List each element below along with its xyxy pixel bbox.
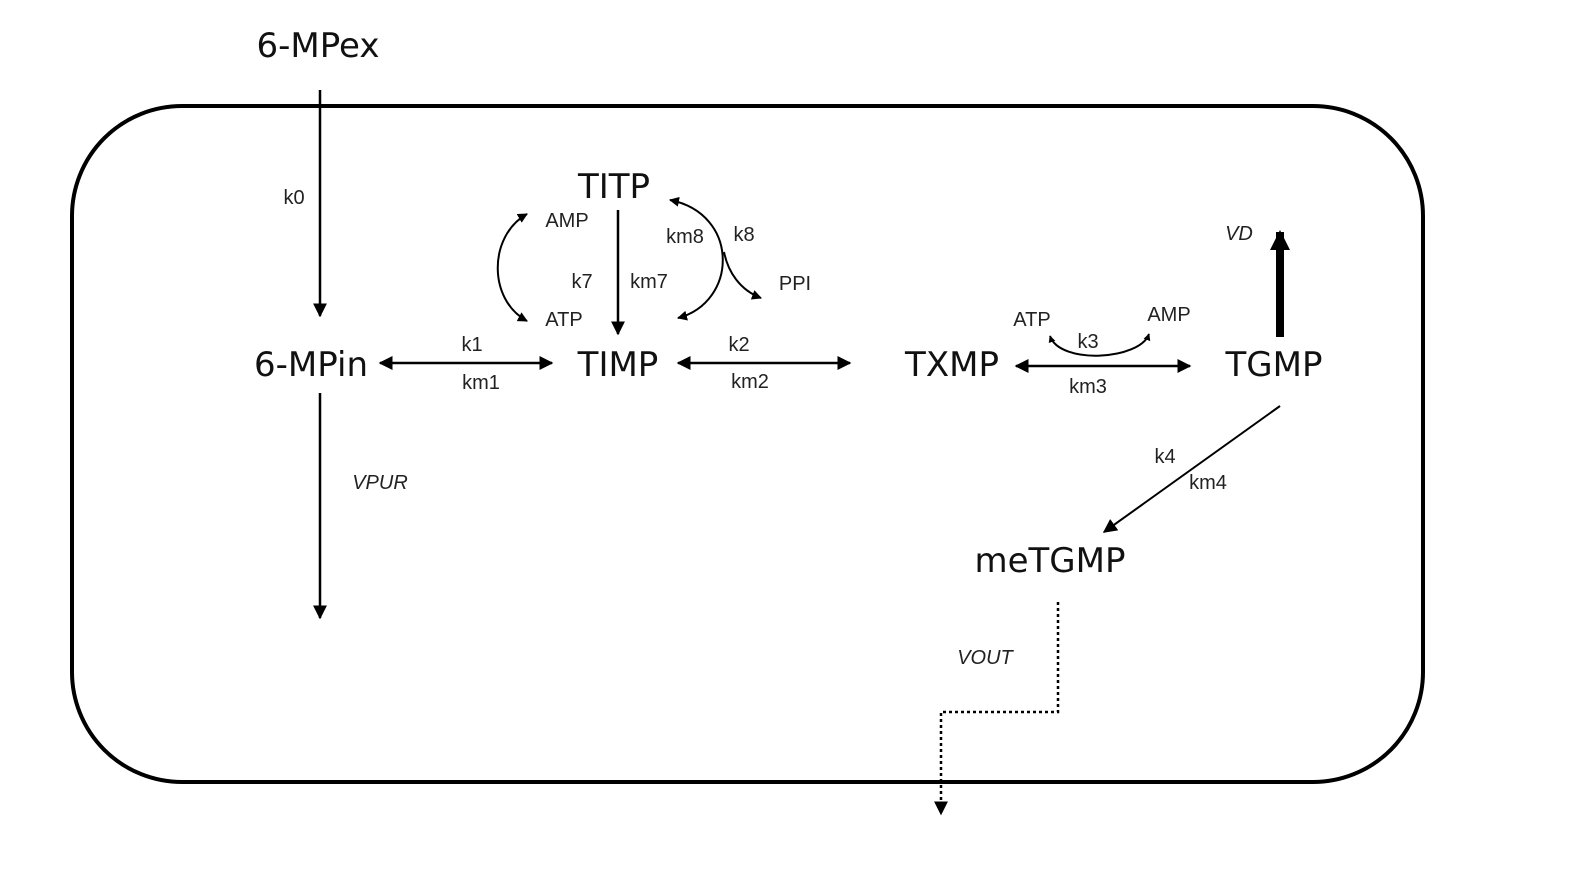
rate-k3: k3 [1077,331,1098,353]
cell-membrane [70,104,1425,784]
cofactor-amp-left: AMP [545,210,588,232]
node-6mp-ex: 6-MPex [257,26,380,66]
rate-k4: k4 [1154,446,1175,468]
ppi-branch [723,251,762,300]
cofactor-amp-right: AMP [1147,304,1190,326]
rate-km8: km8 [666,226,704,248]
k8-arc [669,196,724,321]
rate-km1: km1 [462,372,500,394]
rate-k7: k7 [571,271,592,293]
flux-vpur: VPUR [352,472,408,494]
flux-vout: VOUT [957,647,1014,669]
node-timp: TIMP [577,345,659,385]
vout-arrow [934,602,1060,816]
k4-arrow [1102,405,1281,533]
node-titp: TITP [577,167,650,207]
rate-k2: k2 [728,334,749,356]
amp-atp-arc-left [496,213,528,322]
node-tgmp: TGMP [1225,345,1323,385]
rate-k0: k0 [283,187,304,209]
rate-km7: km7 [630,271,668,293]
rate-km3: km3 [1069,376,1107,398]
node-6mp-in: 6-MPin [254,345,368,385]
atp-amp-arc-right [1048,333,1151,357]
cofactor-atp-right: ATP [1013,309,1050,331]
rate-k8: k8 [733,224,754,246]
flux-vd: VD [1225,223,1253,245]
rate-km2: km2 [731,371,769,393]
node-metgmp: meTGMP [975,541,1126,581]
rate-k1: k1 [461,334,482,356]
cofactor-ppi: PPI [779,273,811,295]
node-txmp: TXMP [904,345,999,385]
rate-km4: km4 [1189,472,1227,494]
cofactor-atp-left: ATP [545,309,582,331]
